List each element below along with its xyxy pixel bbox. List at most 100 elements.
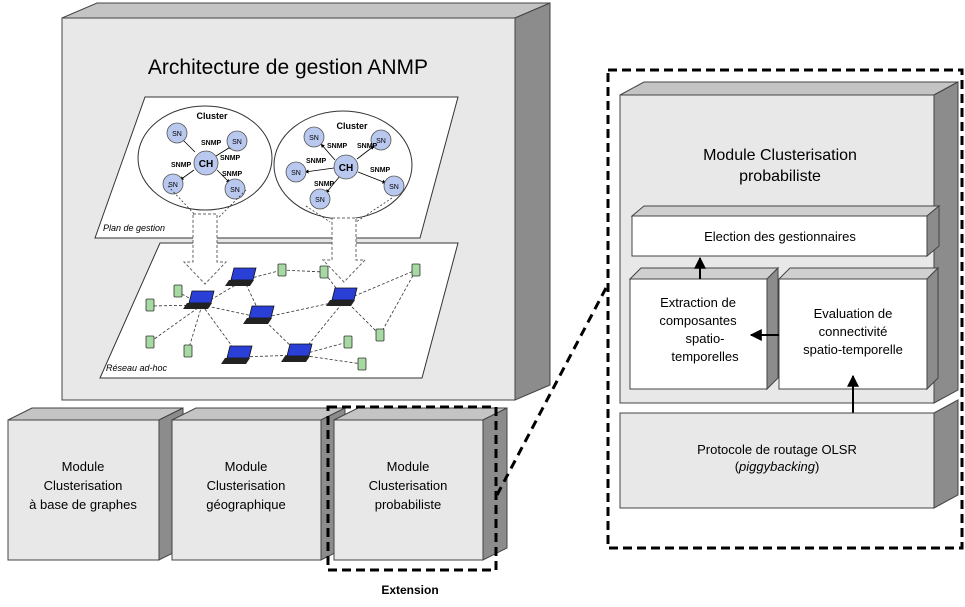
cluster-right-label: Cluster xyxy=(336,121,368,131)
cluster-right: Cluster SN SN SN SN SN CH SNMP SNMP SNMP… xyxy=(273,110,413,220)
network-link xyxy=(187,304,203,352)
network-link xyxy=(261,317,301,356)
laptop-icon xyxy=(221,345,253,364)
adhoc-plane-shape xyxy=(99,242,459,379)
laptop-icon xyxy=(225,267,257,286)
snmp-label: SNMP xyxy=(171,162,192,169)
snmp-label: SNMP xyxy=(201,140,222,147)
cluster-member-node xyxy=(224,178,246,200)
cluster-member-label: SN xyxy=(309,135,319,142)
cluster-link xyxy=(325,175,341,194)
network-laptops xyxy=(183,267,358,364)
extension-highlight xyxy=(326,405,498,572)
protocol-box-side xyxy=(933,399,959,509)
network-link xyxy=(299,341,349,356)
extension-label: Extension xyxy=(381,583,438,597)
cluster-member-node xyxy=(166,122,188,144)
module-graph-front xyxy=(7,419,160,561)
cluster-left-label: Cluster xyxy=(196,111,228,121)
cluster-member-label: SN xyxy=(230,187,240,194)
pda-icon xyxy=(343,335,353,349)
module-graph-line1: Module xyxy=(62,459,105,474)
detail-panel: Module Clusterisation probabiliste Elect… xyxy=(606,68,964,550)
adhoc-plane-label: Réseau ad-hoc xyxy=(106,363,168,373)
pda-icon xyxy=(319,265,329,279)
module-geographic-line2: Clusterisation xyxy=(207,478,286,493)
protocol-line2: (piggybacking) xyxy=(735,459,820,474)
cluster-member-label: SN xyxy=(389,184,399,191)
extraction-box xyxy=(629,278,768,390)
extraction-line3: spatio- xyxy=(685,331,724,346)
snmp-label: SNMP xyxy=(306,158,327,165)
cluster-link xyxy=(216,169,231,184)
anmp-box-top xyxy=(61,2,551,19)
snmp-label: SNMP xyxy=(327,143,348,150)
evaluation-line1: Evaluation de xyxy=(814,306,893,321)
network-link xyxy=(344,269,417,301)
module-geographic-front xyxy=(171,419,322,561)
anmp-title: Architecture de gestion ANMP xyxy=(148,56,428,79)
cluster-member-node xyxy=(309,188,331,210)
projection-cones xyxy=(167,185,393,223)
projection-cone-right xyxy=(305,197,393,223)
protocol-box xyxy=(619,412,935,509)
cluster-link xyxy=(304,167,335,174)
cluster-head-label: CH xyxy=(339,163,353,174)
pda-icon xyxy=(145,298,155,312)
laptop-icon xyxy=(183,290,215,309)
extraction-box-top xyxy=(628,267,780,280)
cluster-link xyxy=(179,169,195,181)
pda-icon xyxy=(357,357,367,371)
detail-panel-frame xyxy=(606,68,964,550)
network-pdas xyxy=(145,263,421,371)
cluster-member-node xyxy=(285,161,307,183)
evaluation-box xyxy=(778,278,928,390)
protocol-line1: Protocole de routage OLSR xyxy=(697,442,857,457)
snmp-label: SNMP xyxy=(220,155,241,162)
cluster-member-node xyxy=(370,129,392,151)
network-link xyxy=(379,269,417,336)
module-graph-line2: Clusterisation xyxy=(44,478,123,493)
election-box xyxy=(631,215,928,257)
network-link xyxy=(149,304,203,343)
network-link xyxy=(299,354,363,365)
election-label: Election des gestionnaires xyxy=(704,229,856,244)
module-graph-line3: à base de graphes xyxy=(29,497,137,512)
zoom-connector-bottom xyxy=(495,287,608,496)
detail-title-line1: Module Clusterisation xyxy=(703,147,857,164)
network-link xyxy=(344,299,381,336)
cluster-link xyxy=(357,171,387,184)
protocol-piggybacking: piggybacking xyxy=(738,459,816,474)
projection-arrow-right xyxy=(321,217,367,283)
extraction-box-side xyxy=(766,266,779,391)
cluster-member-label: SN xyxy=(172,131,182,138)
detail-box-top xyxy=(619,81,959,96)
cluster-left: Cluster SN SN SN SN CH SNMP SNMP SNMP SN… xyxy=(137,105,273,211)
module-probabilistic-box: Module Clusterisation probabiliste xyxy=(333,407,508,561)
module-geographic-top xyxy=(171,407,346,421)
network-link xyxy=(299,299,346,356)
laptop-icon xyxy=(281,343,313,362)
cluster-member-label: SN xyxy=(291,170,301,177)
cluster-head-label: CH xyxy=(199,159,213,170)
pda-icon xyxy=(411,263,421,277)
pda-icon xyxy=(173,284,183,298)
network-link xyxy=(201,304,241,358)
pda-icon xyxy=(145,335,155,349)
module-geographic-line3: géographique xyxy=(206,497,286,512)
module-probabilistic-line1: Module xyxy=(387,459,430,474)
cluster-member-node xyxy=(303,126,325,148)
projection-arrows xyxy=(182,213,367,285)
cluster-member-label: SN xyxy=(168,182,178,189)
cluster-head-node xyxy=(333,154,359,180)
cluster-member-label: SN xyxy=(232,139,242,146)
network-link xyxy=(281,269,325,273)
module-graph-top xyxy=(7,407,184,421)
cluster-head-node xyxy=(193,150,219,176)
extraction-line2: composantes xyxy=(659,313,737,328)
laptop-icon xyxy=(243,305,275,324)
snmp-label: SNMP xyxy=(357,143,378,150)
extraction-line4: temporelles xyxy=(671,349,739,364)
cluster-link xyxy=(320,143,336,161)
